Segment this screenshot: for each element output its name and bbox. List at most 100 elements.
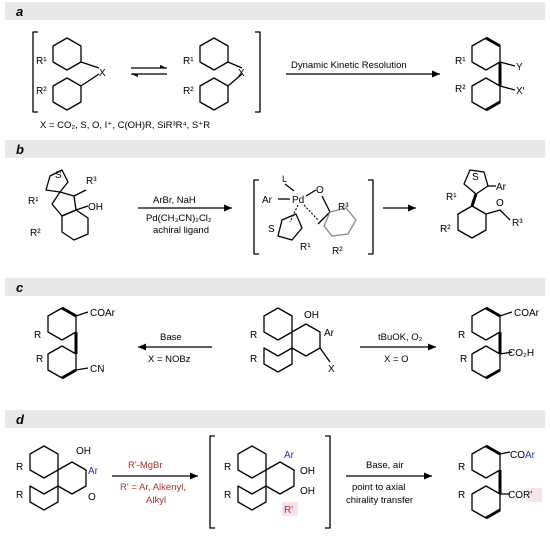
- reagent-line-1: ArBr, NaH: [153, 195, 196, 206]
- svg-text:R²: R²: [440, 224, 451, 235]
- left-bracket: [32, 31, 38, 113]
- svg-text:O: O: [496, 198, 504, 209]
- reagent-line-2: Pd(CH₃CN)₂Cl₂: [146, 213, 212, 224]
- panel-a-reactant-left: X R¹ R²: [36, 37, 106, 111]
- right-bracket: [255, 31, 261, 113]
- svg-text:R³: R³: [86, 176, 97, 187]
- svg-text:R: R: [250, 354, 257, 365]
- svg-text:Ar: Ar: [88, 466, 99, 477]
- svg-text:CN: CN: [90, 364, 104, 375]
- svg-text:OH: OH: [304, 310, 319, 321]
- panel-d-reactant: OH Ar O R R: [16, 445, 99, 511]
- panel-c: c COAr CN R R Base X = NOBz OH Ar X R R: [5, 278, 545, 380]
- svg-text:S: S: [268, 224, 275, 235]
- svg-text:Y: Y: [516, 62, 523, 73]
- panel-c-right-product: COAr CO₂H R R: [458, 306, 540, 380]
- diol-intermediate: Ar OH OH R' R R: [224, 445, 315, 516]
- grignard-reagent: R'-MgBr: [128, 460, 163, 471]
- panel-b-label: b: [16, 142, 24, 157]
- panel-b: b S R¹ R² R³ OH ArBr, NaH Pd(CH₃CN)₂Cl₂ …: [5, 140, 545, 257]
- svg-text:R: R: [458, 490, 465, 501]
- panel-c-center: OH Ar X R R: [250, 307, 335, 375]
- grignard-note-1: R' = Ar, Alkenyl,: [120, 482, 186, 493]
- int-right-bracket: [368, 179, 374, 255]
- cond-line-1: Base, air: [366, 460, 404, 471]
- svg-text:R²: R²: [455, 84, 466, 95]
- svg-text:R: R: [224, 462, 231, 473]
- svg-text:R: R: [16, 490, 23, 501]
- panel-d-header: [5, 410, 545, 428]
- panel-c-label: c: [16, 280, 24, 295]
- svg-text:L: L: [282, 174, 287, 184]
- cond-line-2: point to axial: [352, 482, 405, 493]
- reagent-line-3: achiral ligand: [153, 225, 209, 236]
- svg-text:X': X': [516, 86, 525, 97]
- svg-text:R: R: [36, 354, 43, 365]
- svg-text:R¹: R¹: [446, 192, 457, 203]
- svg-text:Ar: Ar: [496, 182, 507, 193]
- svg-text:R¹: R¹: [36, 56, 47, 67]
- d-int-left-bracket: [209, 435, 215, 529]
- svg-text:COAr: COAr: [514, 308, 540, 319]
- panel-c-header: [5, 278, 545, 296]
- int-left-bracket: [253, 179, 259, 255]
- panel-c-left-product: COAr CN R R: [34, 306, 116, 380]
- svg-text:R¹: R¹: [300, 242, 311, 253]
- svg-text:Pd: Pd: [292, 195, 304, 206]
- panel-a: a X R¹ R² X R¹ R² Dy: [5, 2, 545, 131]
- svg-text:X: X: [99, 68, 106, 79]
- svg-text:R¹: R¹: [455, 56, 466, 67]
- svg-text:R¹: R¹: [183, 56, 194, 67]
- svg-text:OH: OH: [76, 446, 91, 457]
- svg-text:Ar: Ar: [262, 195, 273, 206]
- svg-text:R²: R²: [332, 246, 343, 257]
- panel-d-label: d: [16, 412, 25, 427]
- svg-text:OH: OH: [88, 202, 103, 213]
- panel-b-header: [5, 140, 545, 158]
- svg-text:O: O: [316, 185, 324, 196]
- svg-text:O: O: [88, 492, 96, 503]
- panel-a-reactant-right: X R¹ R²: [183, 37, 245, 111]
- svg-text:R: R: [460, 354, 467, 365]
- cond-line-3: chirality transfer: [346, 495, 413, 506]
- svg-text:S: S: [55, 170, 62, 181]
- svg-text:Ar: Ar: [284, 450, 295, 461]
- pd-intermediate: L Ar Pd O S R³ R¹ R²: [262, 174, 357, 257]
- svg-text:X: X: [238, 68, 245, 79]
- svg-text:Ar: Ar: [324, 328, 335, 339]
- panel-d-product: COAr COR' R R: [458, 444, 542, 520]
- right-arrow-top: tBuOK, O₂: [378, 332, 423, 343]
- svg-text:R²: R²: [36, 86, 47, 97]
- panel-b-product: S Ar R¹ R² O R³: [440, 169, 523, 239]
- panel-a-product: Y X' R¹ R²: [455, 36, 525, 112]
- left-arrow-bottom: X = NOBz: [148, 354, 191, 365]
- svg-text:R²: R²: [183, 86, 194, 97]
- panel-b-reactant: S R¹ R² R³ OH: [28, 169, 103, 241]
- svg-text:R: R: [16, 462, 23, 473]
- svg-text:S: S: [472, 172, 479, 183]
- panel-a-footnote: X = CO₂, S, O, I⁺, C(OH)R, SiR³R⁴, S⁺R: [40, 120, 210, 131]
- svg-text:R: R: [224, 490, 231, 501]
- svg-text:R²: R²: [30, 228, 41, 239]
- svg-text:R: R: [34, 330, 41, 341]
- left-arrow-top: Base: [160, 332, 182, 343]
- d-int-right-bracket: [325, 435, 331, 529]
- svg-text:OH: OH: [300, 486, 315, 497]
- product-acyl-top: COAr: [510, 450, 536, 461]
- svg-text:COAr: COAr: [90, 308, 116, 319]
- panel-d: d OH Ar O R R R'-MgBr R' = Ar, Alkenyl, …: [5, 410, 545, 529]
- svg-text:R³: R³: [338, 202, 349, 213]
- grignard-note-2: Alkyl: [146, 495, 166, 506]
- svg-text:R¹: R¹: [28, 196, 39, 207]
- right-arrow-bottom: X = O: [384, 354, 409, 365]
- svg-text:R³: R³: [512, 218, 523, 229]
- svg-text:R: R: [458, 462, 465, 473]
- svg-text:OH: OH: [300, 466, 315, 477]
- dkr-label: Dynamic Kinetic Resolution: [291, 60, 407, 71]
- equilibrium-arrow: [131, 65, 167, 77]
- panel-a-header: [5, 2, 545, 20]
- svg-text:R: R: [250, 330, 257, 341]
- panel-a-label: a: [16, 4, 23, 19]
- svg-text:COR': COR': [508, 490, 532, 501]
